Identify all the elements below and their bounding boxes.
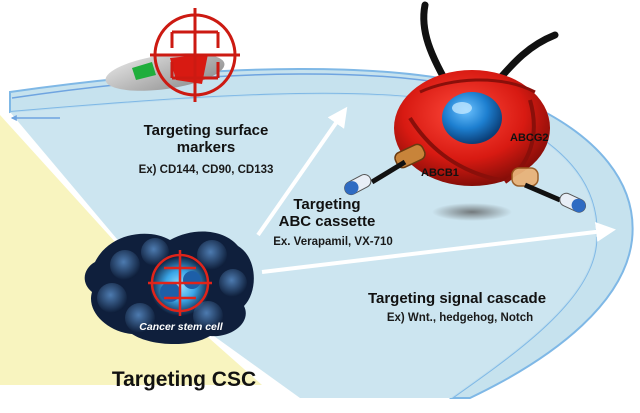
cluster-crosshair-icon — [148, 250, 212, 316]
efflux-arrow-left — [370, 159, 407, 185]
efflux-arrow-right — [524, 182, 561, 203]
signal-cascade-examples: Ex) Wnt., hedgehog, Notch — [386, 312, 534, 324]
surface-markers-title: Targeting surface markers — [143, 122, 269, 157]
cell-groove-1 — [408, 116, 501, 182]
nucleus — [442, 92, 502, 144]
arrow-to-surface — [256, 106, 348, 237]
cancer-stem-cell-caption: Cancer stem cell — [139, 321, 223, 333]
targeting-csc-title: Targeting CSC — [111, 368, 257, 391]
capsule-icon-right — [559, 192, 587, 213]
arrow-to-abc — [261, 221, 616, 274]
abcg2-channel — [511, 167, 539, 187]
cell-groove-3 — [419, 78, 536, 94]
abc-cassette-title: Targeting ABC cassette — [278, 196, 376, 231]
cell-shadow — [432, 203, 512, 221]
abcb1-label: ABCB1 — [421, 167, 459, 179]
abcg2-label: ABCG2 — [510, 132, 549, 144]
nucleus-highlight — [452, 102, 472, 114]
abc-cassette-examples: Ex. Verapamil, VX-710 — [273, 236, 393, 248]
crosshair-icon — [150, 8, 240, 102]
surface-disk-green-mark — [132, 62, 156, 80]
signal-cascade-title: Targeting signal cascade — [367, 290, 547, 307]
yellow-wedge — [0, 115, 262, 385]
surface-markers-examples: Ex) CD144, CD90, CD133 — [138, 164, 274, 176]
capsule-icon — [344, 174, 372, 196]
